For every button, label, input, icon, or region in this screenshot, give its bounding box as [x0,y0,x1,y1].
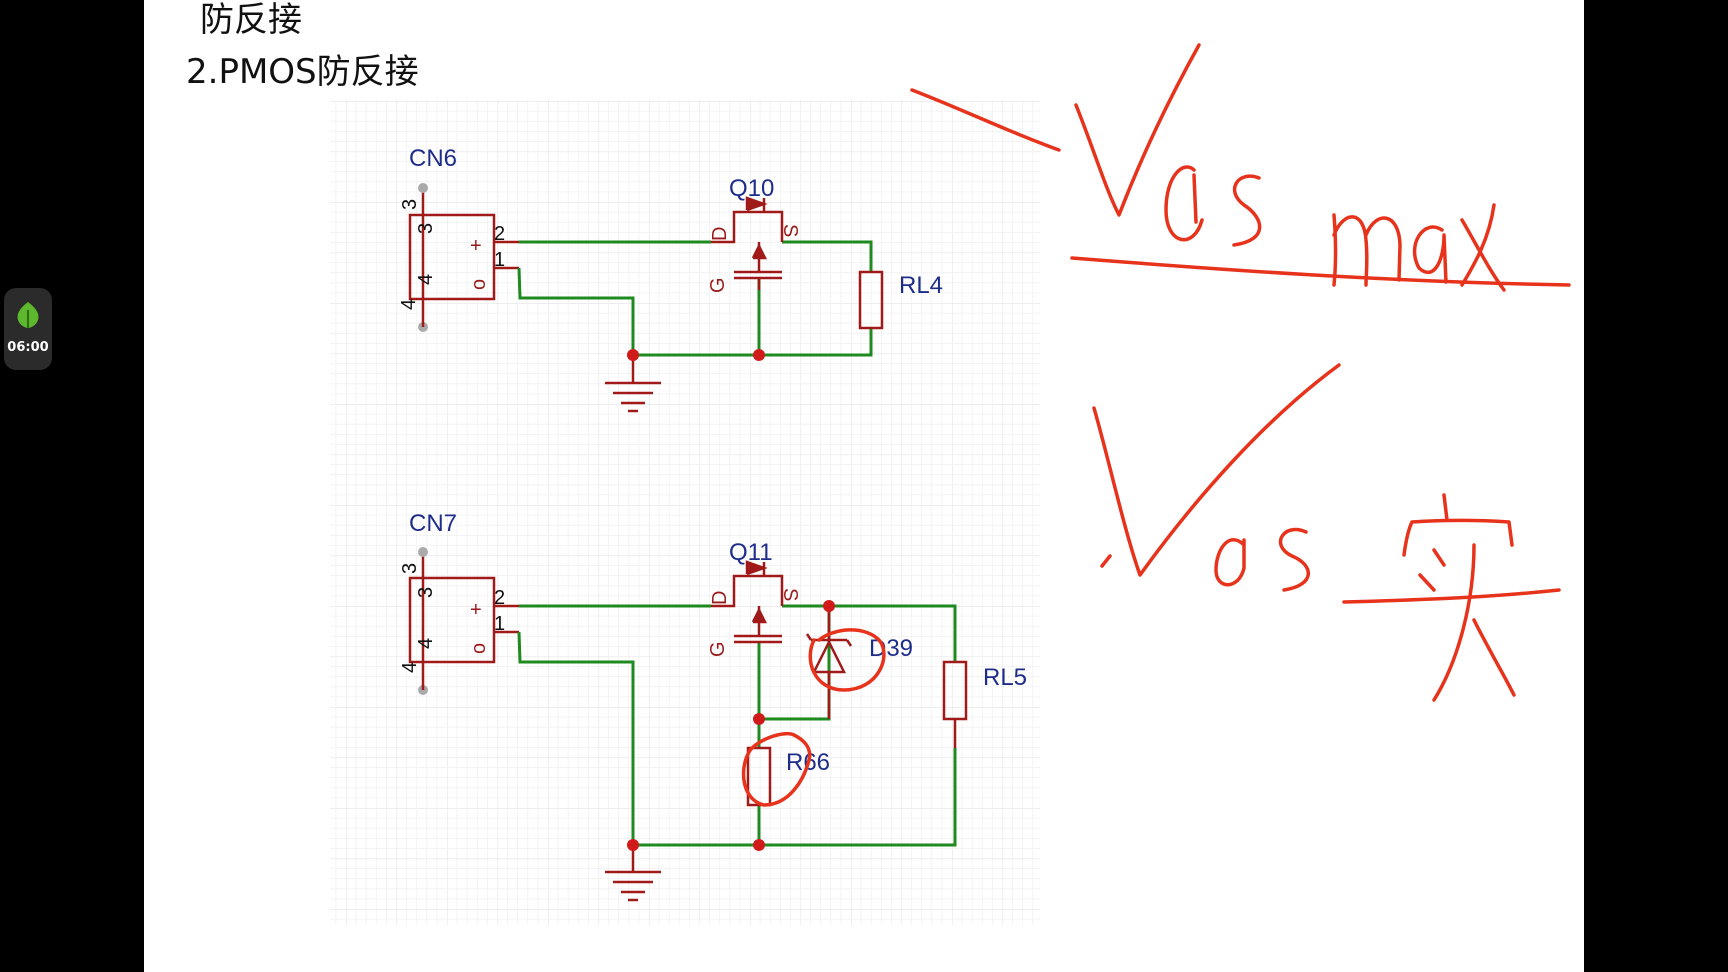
svg-text:4: 4 [415,638,437,649]
q10-label: Q10 [729,175,774,202]
svg-text:1: 1 [494,249,505,271]
svg-text:2: 2 [494,587,505,609]
junction-dot [753,839,765,851]
svg-text:4: 4 [415,274,437,285]
cn6-connector: CN6 3 4 3 4 2 1 + o [398,145,519,332]
grid-background [330,100,1040,925]
slide-title: 防反接 [200,0,302,40]
svg-text:3: 3 [415,223,437,234]
svg-text:1: 1 [494,613,505,635]
junction-dot [753,349,765,361]
svg-text:o: o [468,279,490,290]
wires-2 [517,604,957,847]
circuit-1: CN6 3 4 3 4 2 1 + o [398,145,943,413]
q11-label: Q11 [729,539,773,566]
cn7-label: CN7 [409,510,457,537]
timer-text: 06:00 [7,340,49,355]
rl5-label: RL5 [983,664,1027,691]
svg-text:4: 4 [398,299,420,310]
q11-mosfet: Q11 D S G [707,539,801,657]
svg-text:+: + [470,599,482,621]
svg-text:o: o [468,643,490,654]
svg-text:S: S [779,224,801,237]
svg-text:+: + [470,235,482,257]
junction-dot [627,349,639,361]
svg-text:D: D [709,591,731,605]
junction-dot [823,600,835,612]
svg-text:D: D [709,227,731,241]
svg-text:S: S [779,588,801,601]
wires-1 [517,240,873,357]
svg-text:3: 3 [415,587,437,598]
slide: 防反接 2.PMOS防反接 CN6 3 4 3 4 [144,0,1584,972]
circuit-2: CN7 3 4 3 4 2 1 + o [399,510,1027,902]
svg-text:G: G [707,641,729,657]
svg-text:3: 3 [399,199,421,210]
svg-text:G: G [707,277,729,293]
junction-dot [627,839,639,851]
rl4-resistor: RL4 [858,270,943,330]
svg-text:2: 2 [494,223,505,245]
junction-dot [753,713,765,725]
svg-text:3: 3 [399,563,421,574]
rl4-label: RL4 [899,272,943,299]
schematic-canvas: CN6 3 4 3 4 2 1 + o [330,43,1571,925]
q10-mosfet: Q10 D S G [707,175,801,293]
svg-text:4: 4 [399,662,421,673]
handwritten-annotation [741,43,1571,807]
leaf-icon [17,302,39,328]
timer-badge[interactable]: 06:00 [4,288,52,370]
cn6-label: CN6 [409,145,457,172]
slide-subtitle: 2.PMOS防反接 [186,52,419,92]
rl5-resistor: RL5 [942,660,1027,748]
cn7-connector: CN7 3 4 3 4 2 1 + o [399,510,519,695]
